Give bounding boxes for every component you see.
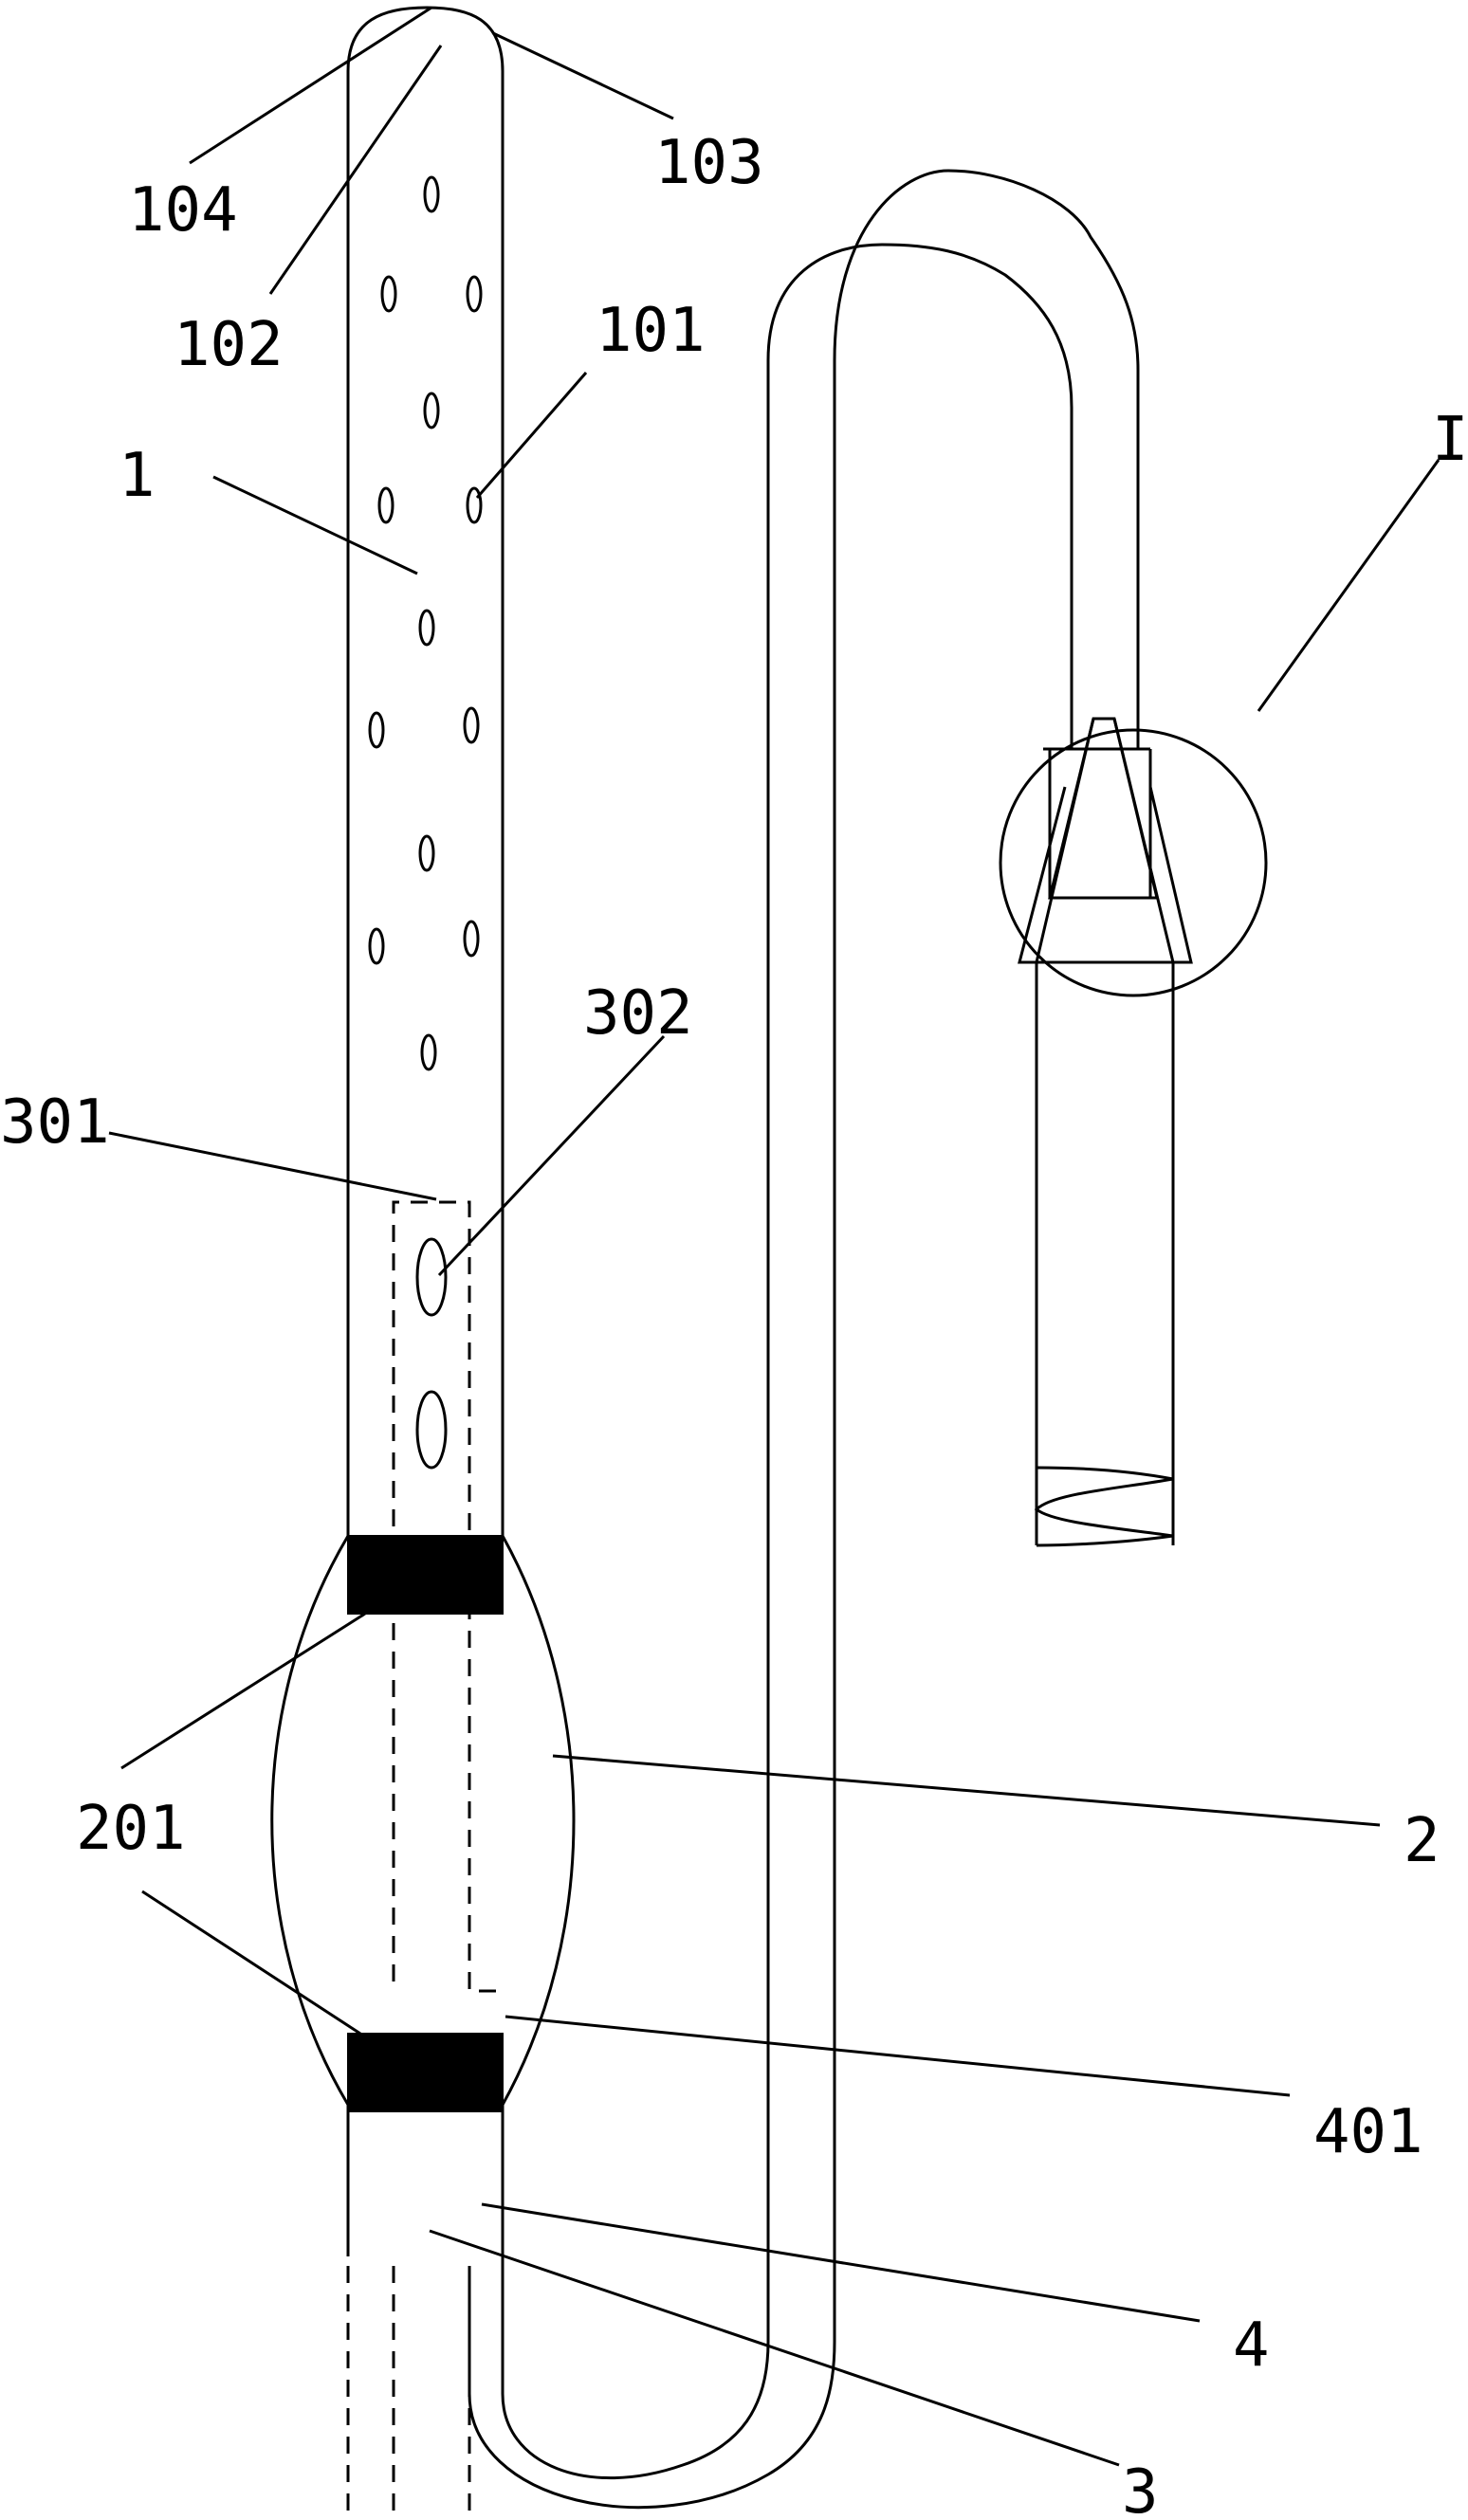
label-4: 4 bbox=[1233, 2310, 1270, 2381]
label-201: 201 bbox=[76, 1794, 186, 1864]
label-3: 3 bbox=[1122, 2457, 1159, 2520]
label-101: 101 bbox=[596, 296, 706, 366]
channel-opening-lower bbox=[415, 1390, 448, 1470]
label-103: 103 bbox=[654, 128, 764, 198]
connector-detail bbox=[999, 717, 1268, 1547]
channel-opening-upper bbox=[415, 1237, 448, 1317]
return-tube bbox=[468, 169, 1140, 2510]
label-102: 102 bbox=[174, 310, 284, 380]
detail-circle bbox=[999, 728, 1268, 997]
label-302: 302 bbox=[583, 978, 693, 1049]
label-401: 401 bbox=[1313, 2097, 1423, 2167]
balloon-band-upper bbox=[347, 1535, 504, 1615]
drainage-holes bbox=[368, 175, 483, 1071]
label-I: I bbox=[1432, 405, 1468, 475]
label-1: 1 bbox=[119, 441, 156, 511]
reference-labels: 104 103 102 101 1 I 302 301 201 2 401 4 … bbox=[0, 128, 1468, 2520]
label-301: 301 bbox=[0, 1087, 110, 1158]
main-tube bbox=[346, 6, 505, 2520]
label-2: 2 bbox=[1404, 1806, 1440, 1876]
inflation-channel bbox=[392, 1200, 505, 1993]
leader-lines bbox=[108, 6, 1440, 2467]
balloon bbox=[270, 1535, 576, 2112]
label-104: 104 bbox=[128, 175, 238, 246]
balloon-band-lower bbox=[347, 2033, 504, 2112]
